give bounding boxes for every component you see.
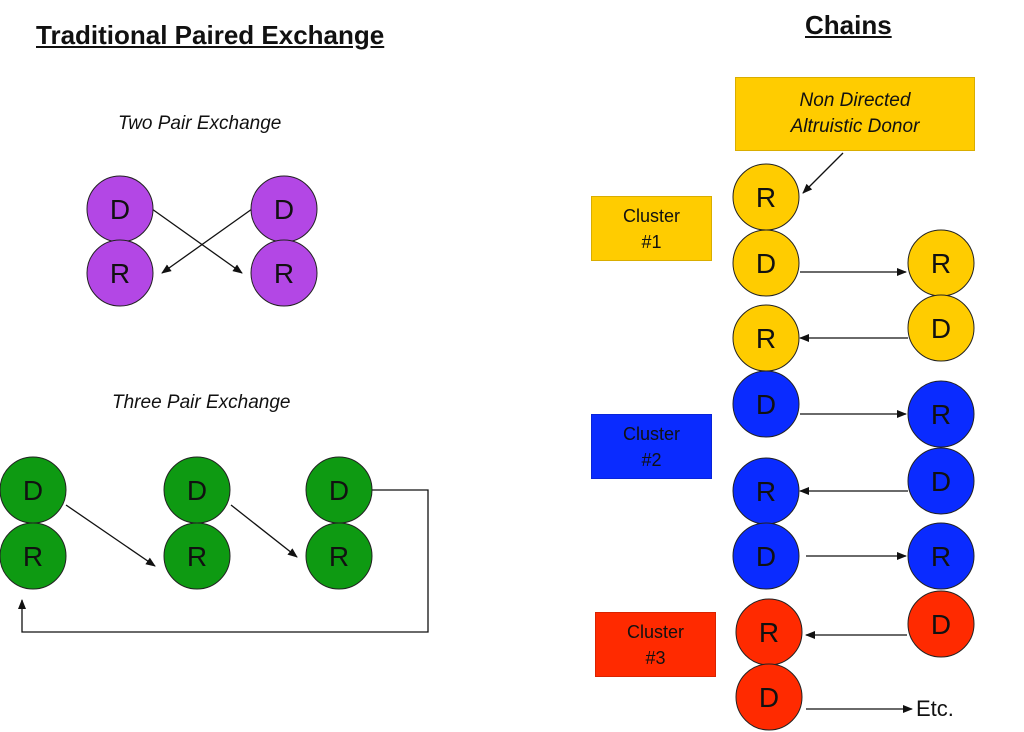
arrow-three-pair-d2-to-r3 xyxy=(230,504,298,558)
three-pair-recipient-2-letter: R xyxy=(187,541,207,572)
three-pair-donor-3: D xyxy=(305,456,373,524)
three-pair-donor-2: D xyxy=(163,456,231,524)
three-pair-recipient-3-letter: R xyxy=(329,541,349,572)
chain-left-donor-1-circle xyxy=(732,229,800,297)
arrow-ndad-to-r1 xyxy=(802,152,844,194)
non-directed-altruistic-donor-box: Non Directed Altruistic Donor xyxy=(735,77,975,151)
arrow-two-pair-d2-to-r1 xyxy=(161,208,253,274)
three-pair-recipient-1: R xyxy=(0,522,67,590)
cluster-1-label: Cluster xyxy=(622,205,680,226)
chain-left-recipient-3-letter: R xyxy=(756,476,776,507)
chain-right-donor-3-circle xyxy=(907,590,975,658)
two-pair-recipient-2-circle xyxy=(250,239,318,307)
three-pair-donor-3-letter: D xyxy=(329,475,349,506)
chains-title: Chains xyxy=(805,10,892,40)
chain-right-donor-1-circle xyxy=(907,294,975,362)
chain-left-donor-3-letter: D xyxy=(756,541,776,572)
three-pair-recipient-1-letter: R xyxy=(23,541,43,572)
chain-right-donor-1: D xyxy=(907,294,975,362)
chain-right-recipient-2-letter: R xyxy=(931,399,951,430)
chain-right-recipient-2: R xyxy=(907,380,975,448)
cluster-2-number: #2 xyxy=(641,449,662,470)
chain-left-donor-3-circle xyxy=(732,522,800,590)
three-pair-recipient-3: R xyxy=(305,522,373,590)
three-pair-recipient-2-circle xyxy=(163,522,231,590)
three-pair-recipient-3-circle xyxy=(305,522,373,590)
cluster-2-box: Cluster #2 xyxy=(591,414,712,479)
chain-right-donor-1-letter: D xyxy=(931,313,951,344)
chain-left-donor-1-letter: D xyxy=(756,248,776,279)
chain-left-donor-4-letter: D xyxy=(759,682,779,713)
three-pair-donor-2-letter: D xyxy=(187,475,207,506)
two-pair-recipient-1-letter: R xyxy=(110,258,130,289)
two-pair-donor-1: D xyxy=(86,175,154,243)
chain-left-recipient-4-letter: R xyxy=(759,617,779,648)
chain-left-donor-4: D xyxy=(735,663,803,731)
chain-right-recipient-3-letter: R xyxy=(931,541,951,572)
chain-right-recipient-3-circle xyxy=(907,522,975,590)
chain-left-donor-4-circle xyxy=(735,663,803,731)
chain-right-donor-2-letter: D xyxy=(931,466,951,497)
chain-right-donor-3: D xyxy=(907,590,975,658)
two-pair-recipient-2-letter: R xyxy=(274,258,294,289)
ndad-line-1: Non Directed xyxy=(799,90,911,111)
two-pair-donor-1-letter: D xyxy=(110,194,130,225)
three-pair-exchange-label: Three Pair Exchange xyxy=(112,392,291,413)
traditional-paired-exchange-title: Traditional Paired Exchange xyxy=(36,20,385,50)
chain-left-donor-2: D xyxy=(732,370,800,438)
cluster-2-label: Cluster xyxy=(622,423,680,444)
cluster-3-box: Cluster #3 xyxy=(595,612,716,677)
two-pair-donor-2-letter: D xyxy=(274,194,294,225)
cluster-3-label: Cluster xyxy=(626,621,684,642)
three-pair-donor-1-letter: D xyxy=(23,475,43,506)
connectors xyxy=(18,152,913,713)
ndad-line-2: Altruistic Donor xyxy=(790,116,920,137)
chain-right-recipient-1: R xyxy=(907,229,975,297)
chain-left-recipient-1-letter: R xyxy=(756,182,776,213)
chain-left-recipient-3: R xyxy=(732,457,800,525)
arrow-three-pair-d1-to-r2 xyxy=(65,504,156,567)
two-pair-recipient-1-circle xyxy=(86,239,154,307)
chain-right-donor-2-circle xyxy=(907,447,975,515)
chain-right-recipient-1-letter: R xyxy=(931,248,951,279)
chain-left-recipient-1: R xyxy=(732,163,800,231)
two-pair-exchange-label: Two Pair Exchange xyxy=(118,113,282,134)
chain-right-recipient-2-circle xyxy=(907,380,975,448)
nodes: D R D R D R D R D R R D R D R D R D R D R D R D xyxy=(0,163,975,731)
chain-left-recipient-2-letter: R xyxy=(756,323,776,354)
arrow-three-pair-d3-to-r1 xyxy=(18,489,429,633)
cluster-1-number: #1 xyxy=(641,231,662,252)
chain-right-recipient-3: R xyxy=(907,522,975,590)
cluster-3-number: #3 xyxy=(645,647,666,668)
chain-left-donor-2-letter: D xyxy=(756,389,776,420)
three-pair-recipient-2: R xyxy=(163,522,231,590)
chain-left-recipient-4: R xyxy=(735,598,803,666)
chain-left-donor-2-circle xyxy=(732,370,800,438)
three-pair-donor-1: D xyxy=(0,456,67,524)
cluster-1-box: Cluster #1 xyxy=(591,196,712,261)
chain-left-recipient-2: R xyxy=(732,304,800,372)
chain-left-donor-3: D xyxy=(732,522,800,590)
chain-right-donor-2: D xyxy=(907,447,975,515)
etc-label: Etc. xyxy=(916,696,954,721)
two-pair-donor-2: D xyxy=(250,175,318,243)
two-pair-recipient-2: R xyxy=(250,239,318,307)
arrow-two-pair-d1-to-r2 xyxy=(151,208,243,274)
three-pair-recipient-1-circle xyxy=(0,522,67,590)
chain-right-donor-3-letter: D xyxy=(931,609,951,640)
chain-left-donor-1: D xyxy=(732,229,800,297)
two-pair-recipient-1: R xyxy=(86,239,154,307)
